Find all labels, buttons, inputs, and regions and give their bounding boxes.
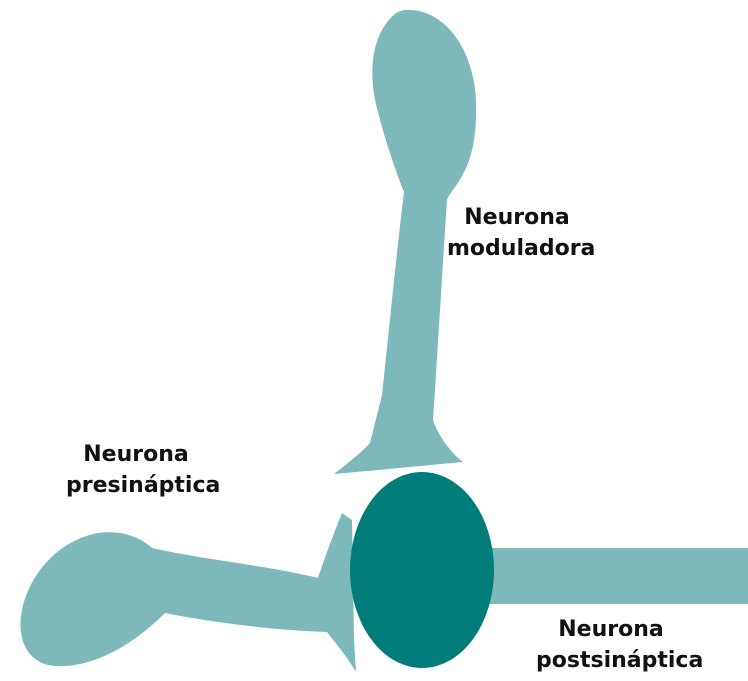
modulator-label-line1: Neurona bbox=[447, 202, 587, 233]
postsynaptic-neuron-shape bbox=[470, 548, 748, 604]
presynaptic-neuron-shape bbox=[20, 513, 356, 672]
synapse-circle bbox=[350, 472, 494, 668]
presynaptic-label-line2: presináptica bbox=[66, 470, 206, 501]
modulator-label-line2: moduladora bbox=[447, 233, 587, 264]
presynaptic-label-line1: Neurona bbox=[66, 439, 206, 470]
presynaptic-neuron-label: Neurona presináptica bbox=[66, 439, 206, 501]
postsynaptic-label-line1: Neurona bbox=[536, 614, 686, 645]
postsynaptic-neuron-label: Neurona postsináptica bbox=[536, 614, 686, 676]
modulator-neuron-label: Neurona moduladora bbox=[447, 202, 587, 264]
postsynaptic-label-line2: postsináptica bbox=[536, 645, 686, 676]
